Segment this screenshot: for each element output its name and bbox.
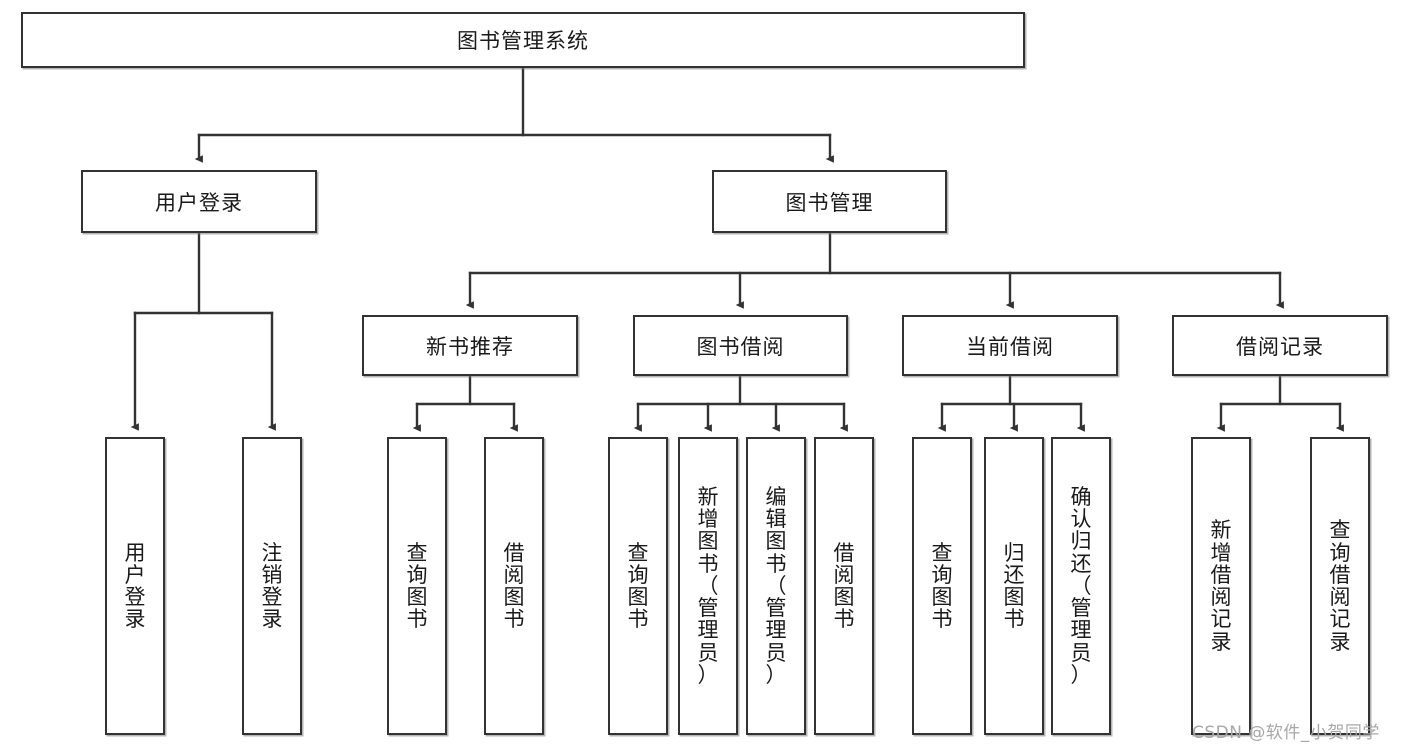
node-book-borrow-label: 图书借阅 [696,334,785,359]
node-new-book-rec-label: 新书推荐 [426,334,514,359]
node-leaf-user-login[interactable]: 用户登录 [105,437,165,735]
node-user-login-label: 用户登录 [155,190,243,215]
node-leaf-borrow-book-1[interactable]: 借阅图书 [484,437,544,735]
node-leaf-logout-label: 注销登录 [261,540,283,632]
node-book-borrow[interactable]: 图书借阅 [633,315,848,376]
node-leaf-edit-book-label: 编辑图书（管理员） [765,484,787,687]
node-leaf-edit-book[interactable]: 编辑图书（管理员） [746,437,806,735]
node-leaf-borrow-book-2-label: 借阅图书 [833,540,855,632]
node-root-label: 图书管理系统 [457,29,589,53]
csdn-watermark: CSDN @软件_小贺同学 [1192,723,1380,743]
node-leaf-add-book[interactable]: 新增图书（管理员） [678,437,738,735]
node-leaf-return-book[interactable]: 归还图书 [984,437,1044,735]
node-root[interactable]: 图书管理系统 [21,12,1025,68]
node-book-manage-label: 图书管理 [785,190,874,215]
node-current-borrow[interactable]: 当前借阅 [902,315,1118,376]
node-leaf-borrow-book-2[interactable]: 借阅图书 [814,437,874,735]
node-leaf-query-record-label: 查询借阅记录 [1329,518,1351,654]
node-leaf-query-book-2-label: 查询图书 [627,540,649,632]
node-leaf-confirm-return-label: 确认归还（管理员） [1070,484,1092,687]
node-leaf-add-record-label: 新增借阅记录 [1210,518,1232,654]
node-leaf-logout[interactable]: 注销登录 [242,437,302,735]
node-leaf-query-book-2[interactable]: 查询图书 [608,437,668,735]
node-user-login[interactable]: 用户登录 [81,170,317,233]
node-leaf-query-book-1[interactable]: 查询图书 [387,437,447,735]
node-current-borrow-label: 当前借阅 [966,334,1054,359]
node-leaf-borrow-book-1-label: 借阅图书 [503,540,525,632]
node-leaf-query-book-3[interactable]: 查询图书 [912,437,972,735]
node-leaf-add-record[interactable]: 新增借阅记录 [1191,437,1251,735]
node-leaf-confirm-return[interactable]: 确认归还（管理员） [1051,437,1111,735]
node-leaf-query-book-3-label: 查询图书 [931,540,953,632]
node-leaf-user-login-label: 用户登录 [124,540,146,632]
node-borrow-record[interactable]: 借阅记录 [1172,315,1388,376]
node-leaf-query-record[interactable]: 查询借阅记录 [1310,437,1370,735]
node-new-book-rec[interactable]: 新书推荐 [362,315,578,376]
node-book-manage[interactable]: 图书管理 [712,170,947,233]
node-leaf-add-book-label: 新增图书（管理员） [697,484,719,687]
node-leaf-query-book-1-label: 查询图书 [406,540,428,632]
node-borrow-record-label: 借阅记录 [1236,334,1324,359]
node-leaf-return-book-label: 归还图书 [1003,540,1025,632]
